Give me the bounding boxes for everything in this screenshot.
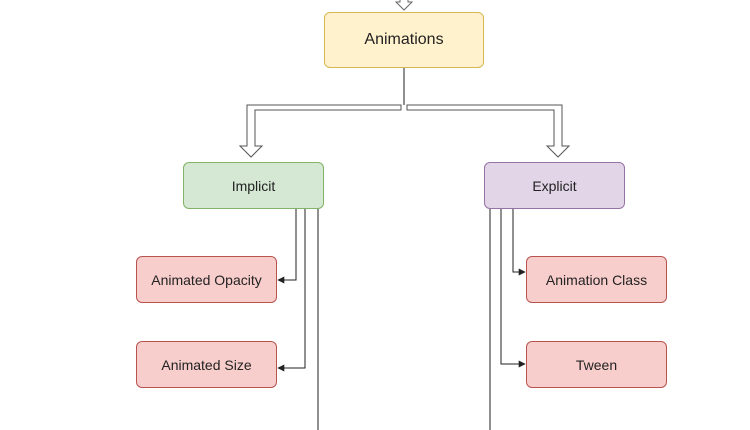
node-animation-class[interactable]: Animation Class bbox=[526, 256, 667, 303]
node-implicit-label: Implicit bbox=[231, 177, 276, 194]
node-implicit[interactable]: Implicit bbox=[183, 162, 324, 209]
hollow-arrow-to-implicit bbox=[238, 104, 402, 158]
node-tween-label: Tween bbox=[575, 356, 618, 373]
connector-explicit-to-tween bbox=[500, 209, 526, 368]
hollow-arrow-to-explicit bbox=[406, 104, 571, 158]
node-animations[interactable]: Animations bbox=[324, 12, 484, 68]
connector-explicit-to-animation-class bbox=[512, 209, 526, 276]
node-animated-opacity[interactable]: Animated Opacity bbox=[136, 256, 277, 303]
connector-implicit-to-opacity bbox=[277, 209, 297, 284]
node-animated-size-label: Animated Size bbox=[161, 356, 252, 373]
node-animations-label: Animations bbox=[364, 31, 444, 48]
connector-implicit-to-size bbox=[277, 209, 306, 372]
node-animation-class-label: Animation Class bbox=[545, 271, 648, 288]
node-animated-size[interactable]: Animated Size bbox=[136, 341, 277, 388]
node-animated-opacity-label: Animated Opacity bbox=[151, 271, 262, 288]
node-explicit[interactable]: Explicit bbox=[484, 162, 625, 209]
incoming-hollow-arrow bbox=[394, 0, 414, 11]
node-tween[interactable]: Tween bbox=[526, 341, 667, 388]
node-explicit-label: Explicit bbox=[532, 177, 577, 194]
